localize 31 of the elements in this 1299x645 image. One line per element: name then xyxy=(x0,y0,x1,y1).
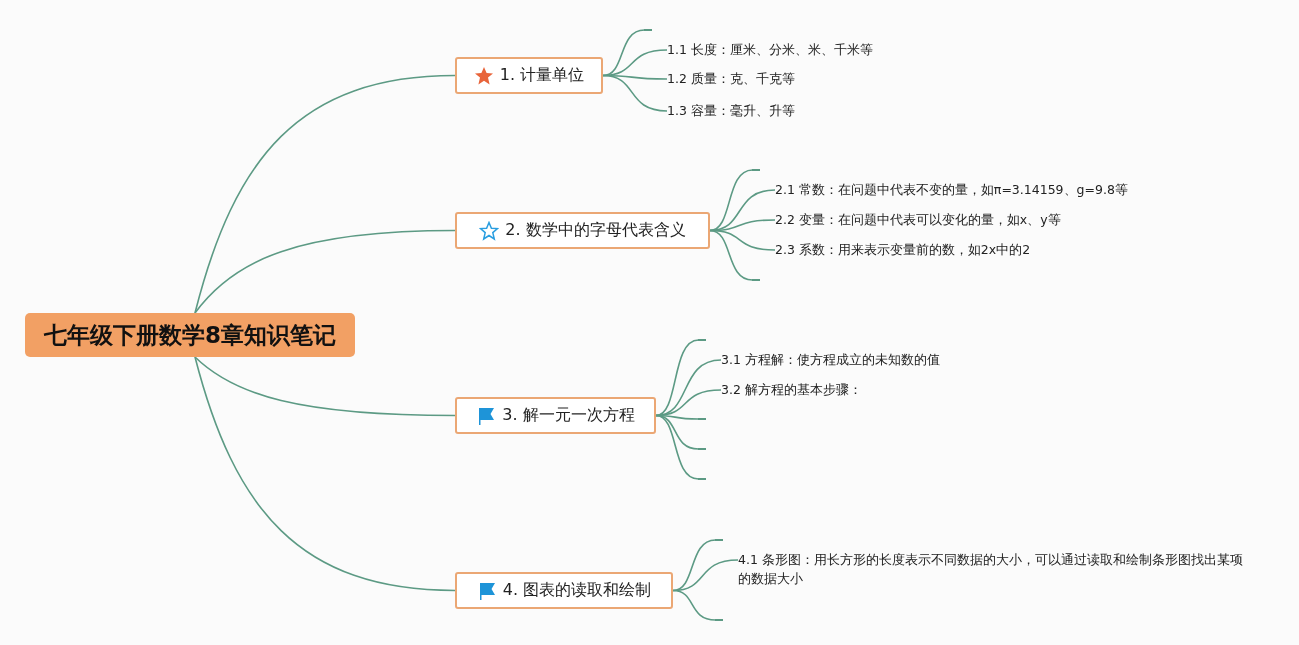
subtopic-text: 4.1 条形图：用长方形的长度表示不同数据的大小，可以通过读取和绘制条形图找出某项的数据大小 xyxy=(738,550,1253,588)
connector-line xyxy=(602,74,668,112)
topic-box xyxy=(455,57,603,94)
subtopic-text: 3.1 方程解：使方程成立的未知数的值 xyxy=(721,350,1041,369)
topic-box xyxy=(455,572,673,609)
topic-label: 3. 解一元一次方程 xyxy=(502,405,635,426)
central-topic: 七年级下册数学8章知识笔记 xyxy=(25,313,355,357)
subtopic-text: 1.3 容量：毫升、升等 xyxy=(667,101,967,120)
topic-label: 1. 计量单位 xyxy=(499,65,585,86)
subtopic-text: 1.2 质量：克、千克等 xyxy=(667,69,967,88)
topic-label: 4. 图表的读取和绘制 xyxy=(502,580,652,601)
topic-box xyxy=(455,397,656,434)
connector-line xyxy=(194,229,456,314)
connector-line xyxy=(672,539,717,592)
topic-box xyxy=(455,212,710,249)
subtopic-text: 1.1 长度：厘米、分米、米、千米等 xyxy=(667,40,957,59)
connector-line xyxy=(709,169,754,232)
connector-line xyxy=(602,29,646,77)
connector-line xyxy=(194,74,456,314)
connector-line xyxy=(655,414,700,480)
topic-label: 2. 数学中的字母代表含义 xyxy=(505,220,686,241)
connector-line xyxy=(655,359,722,417)
connector-line xyxy=(672,589,717,621)
subtopic-text: 2.3 系数：用来表示变量前的数，如2x中的2 xyxy=(775,240,1195,259)
connector-line xyxy=(194,356,456,417)
connector-line xyxy=(194,356,456,592)
subtopic-text: 2.1 常数：在问题中代表不变的量，如π=3.14159、g=9.8等 xyxy=(775,180,1195,199)
connector-line xyxy=(709,229,754,281)
subtopic-text: 3.2 解方程的基本步骤： xyxy=(721,380,1041,399)
connector-line xyxy=(655,339,700,417)
subtopic-text: 2.2 变量：在问题中代表可以变化的量，如x、y等 xyxy=(775,210,1195,229)
